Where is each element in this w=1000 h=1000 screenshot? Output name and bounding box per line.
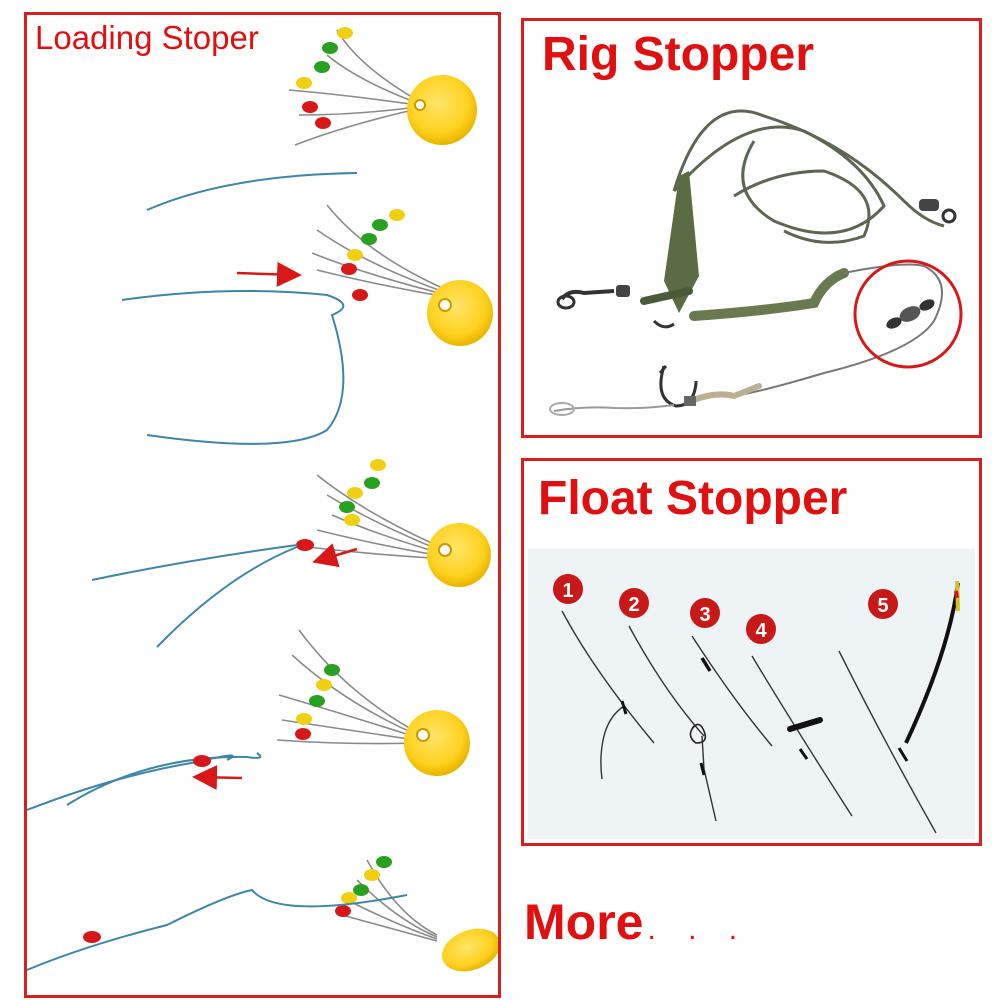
loading-step-4 (27, 629, 470, 811)
rig-stopper-illustration (549, 109, 963, 416)
yellow-disc (407, 75, 477, 145)
snap-swivel (556, 285, 630, 310)
float-diagram-background (528, 549, 975, 839)
step-badge-5: 5 (868, 589, 898, 619)
more-label: More. . . (524, 893, 749, 951)
swivel (919, 199, 957, 224)
lead-clip (640, 171, 699, 313)
float-step-5 (838, 580, 960, 834)
loading-step-1 (288, 27, 477, 146)
red-arrow (192, 764, 243, 790)
rig-stopper-beads (886, 299, 935, 329)
svg-text:4: 4 (755, 620, 767, 642)
highlight-circle (853, 259, 963, 369)
svg-text:3: 3 (699, 604, 710, 626)
rig-stopper-title: Rig Stopper (542, 28, 814, 81)
red-arrow (312, 543, 358, 568)
yellow-bead (296, 77, 312, 89)
step-badge-3: 3 (690, 598, 720, 628)
float-step-1 (561, 610, 655, 780)
step-badge-1: 1 (553, 574, 583, 604)
float-step-3 (691, 635, 773, 747)
step-badge-2: 2 (619, 588, 649, 618)
red-arrow (236, 261, 302, 287)
loading-stoper-illustration (27, 27, 498, 972)
loading-step-2 (121, 172, 493, 445)
svg-text:5: 5 (877, 595, 888, 617)
rig-stopper-panel: Rig Stopper (521, 18, 982, 438)
yellow-disc (427, 523, 491, 587)
svg-text:2: 2 (628, 594, 639, 616)
loading-step-5 (27, 856, 498, 972)
float-stopper-title: Float Stopper (538, 472, 848, 525)
yellow-disc (427, 280, 493, 346)
float-stopper-panel: Float Stopper 1 2 3 4 5 (521, 458, 982, 846)
float-stopper-illustration: 1 2 3 4 5 (553, 574, 960, 834)
red-bead (315, 117, 331, 129)
more-text: More (524, 894, 644, 950)
loading-stoper-panel: Loading Stoper (24, 12, 501, 998)
float-step-2 (628, 625, 717, 822)
yellow-disc (441, 928, 498, 972)
red-bead (302, 101, 318, 113)
more-dots: . . . (647, 913, 750, 946)
loading-stoper-title: Loading Stoper (35, 19, 259, 56)
yellow-bead (337, 27, 353, 39)
loading-step-3 (91, 459, 491, 648)
svg-text:1: 1 (562, 580, 573, 602)
green-bead (314, 61, 330, 73)
float-step-4 (751, 655, 853, 817)
step-badge-4: 4 (746, 614, 776, 644)
hook (658, 365, 698, 408)
green-bead (322, 42, 338, 54)
yellow-disc (404, 710, 470, 776)
